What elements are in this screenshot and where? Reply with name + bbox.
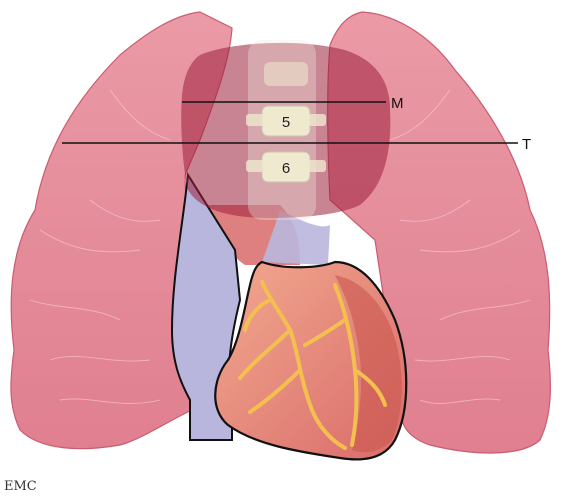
line-t-label: T [522, 136, 531, 153]
vertebra-5-label: 5 [282, 114, 290, 131]
vertebra-6-label: 6 [282, 160, 290, 177]
emc-logo: EMC [4, 479, 37, 494]
vertebra-4 [264, 62, 308, 86]
line-m-label: M [391, 95, 404, 112]
